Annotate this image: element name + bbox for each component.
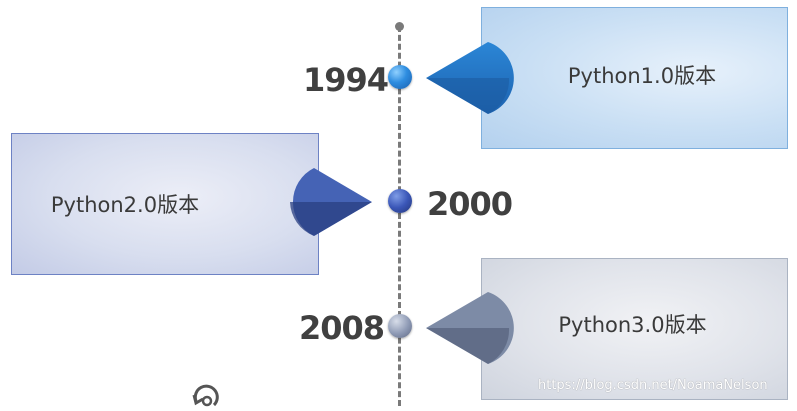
event-label-2008: Python3.0版本 [558,313,707,337]
timeline-dot-2000 [388,189,412,213]
event-label-2000: Python2.0版本 [50,193,200,217]
event-box-2000: Python2.0版本 [11,133,319,275]
year-label-2008: 2008 [299,309,385,347]
heading-fragment [0,0,140,6]
pointer-1994 [426,42,514,114]
year-label-2000: 2000 [427,185,513,223]
timeline-dot-1994 [388,65,412,89]
refresh-icon[interactable] [188,381,228,411]
year-label-1994: 1994 [303,61,389,99]
pointer-2008 [426,292,514,364]
event-box-2008: Python3.0版本 [481,258,788,400]
timeline-dot-2008 [388,314,412,338]
event-box-1994: Python1.0版本 [481,7,788,149]
event-label-1994: Python1.0版本 [567,64,717,88]
watermark: https://blog.csdn.net/NoamaNelson [538,378,768,393]
timeline-start-dot [395,22,404,31]
timeline-line [398,26,401,406]
pointer-2000 [290,168,372,236]
